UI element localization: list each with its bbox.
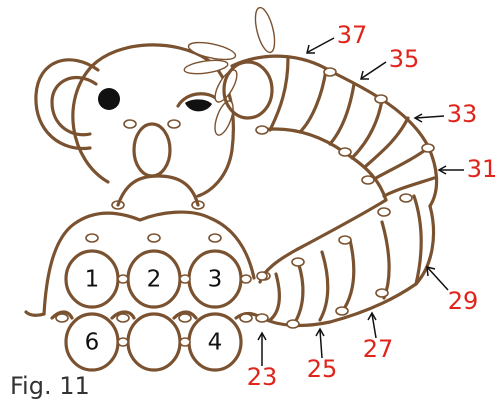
segment-divider [366,118,408,166]
picot [180,275,190,283]
leaf [187,39,237,63]
body-lower-outer [262,206,434,325]
right-eye [185,99,212,111]
front-tail [26,312,44,315]
ring-number: 2 [147,267,162,293]
ring-number: 3 [208,267,223,293]
picot [179,314,191,322]
picot [378,208,390,216]
picot [241,275,251,283]
picot [324,68,336,76]
picot [400,194,412,202]
leaf [252,6,279,55]
callout-arrow [308,38,334,52]
body-lower-inner [260,200,386,282]
callout-arrow [428,268,448,290]
picot [148,234,160,242]
callout-label: 35 [389,45,420,73]
body-lower [258,194,434,328]
picot [124,120,136,128]
ring-number-labels: 1 2 3 4 6 [85,267,223,356]
callout-label: 27 [363,335,394,363]
callout-label: 25 [307,355,338,383]
picot [287,320,299,328]
callout-label: 31 [467,155,498,183]
callout-label: 37 [337,21,368,49]
segment-divider [294,262,303,324]
segment-divider [376,148,428,178]
ring-number: 6 [85,330,100,356]
ring-5 [128,314,180,370]
ring-number: 1 [85,267,100,293]
segment-divider [414,196,421,284]
picot [339,236,351,244]
picot [292,258,304,266]
segment-divider [382,222,389,298]
picot [375,95,387,103]
neck-ring [118,176,198,205]
picot [56,314,68,322]
snout-ring [134,124,170,176]
picot [257,272,267,280]
callout-arrow [416,116,444,118]
segment-divider [330,84,354,144]
segment-divider [300,70,326,132]
picot [422,144,434,152]
segment-divider [270,274,279,320]
picot [118,338,128,346]
callout-label: 33 [447,100,478,128]
picot [240,314,252,322]
segment-divider [384,178,434,196]
callout-label: 23 [247,363,278,391]
callout-arrow [362,62,386,78]
segment-divider [342,240,354,312]
picot [86,234,98,242]
antenna-leaves [183,6,278,138]
left-eye [98,88,120,110]
picot [336,307,348,315]
callouts: 23 25 27 29 31 33 35 37 [247,21,498,391]
picot [168,120,180,128]
picot [118,275,128,283]
figure-caption: Fig. 11 [10,372,90,400]
segment-divider [352,100,382,158]
segment-divider [320,252,328,320]
picot [209,234,221,242]
picot [256,314,268,322]
picot [117,314,129,322]
picot [339,148,351,156]
picot [376,289,388,297]
ring-number: 4 [208,330,223,356]
callout-label: 29 [448,287,479,315]
picot [362,176,374,184]
picot [256,126,268,134]
ears [36,60,98,149]
callout-arrow [320,330,322,358]
picot [180,338,190,346]
body-upper [232,56,437,216]
